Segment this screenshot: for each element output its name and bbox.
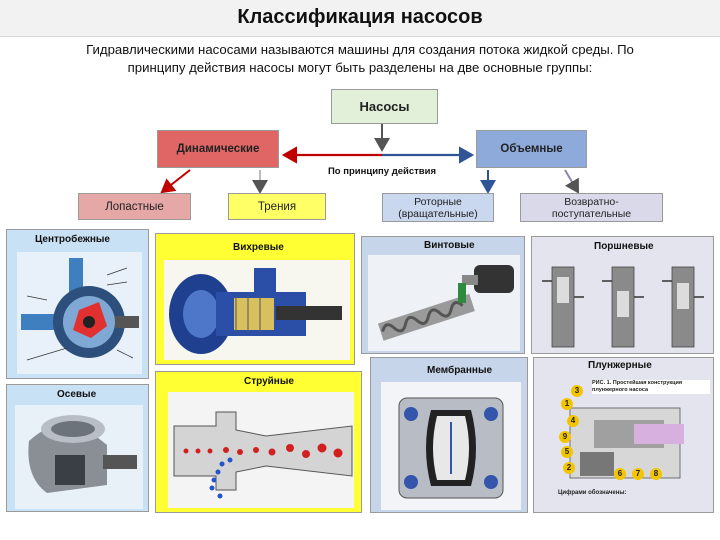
rotary-box: Роторные (вращательные) [382, 193, 494, 222]
intro-line-1: Гидравлическими насосами называются маши… [86, 42, 634, 57]
reciprocating-box: Возвратно- поступательные [520, 193, 663, 222]
plunger-marker: 7 [632, 468, 644, 480]
piston-panel: Поршневые [531, 236, 714, 354]
dynamic-box: Динамические [157, 130, 279, 168]
friction-box: Трения [228, 193, 326, 220]
plunger-marker: 3 [571, 385, 583, 397]
vortex-pump-illustration [164, 260, 350, 360]
intro-line-2: принципу действия насосы могут быть разд… [127, 60, 593, 75]
rotary-line-1: Роторные [414, 195, 462, 208]
vortex-caption: Вихревые [233, 242, 284, 253]
piston-caption: Поршневые [594, 241, 654, 252]
arrow-to-blade [160, 169, 191, 194]
page-title: Классификация насосов [237, 6, 483, 28]
plunger-marker: 6 [614, 468, 626, 480]
screw-panel: Винтовые [361, 236, 525, 354]
arrow-to-reciprocating [564, 169, 580, 194]
plunger-marker: 8 [650, 468, 662, 480]
plunger-figure-caption: РИС. 1. Простейшая конструкция плунжерно… [592, 380, 710, 394]
friction-label: Трения [257, 200, 297, 213]
screw-caption: Винтовые [424, 240, 475, 251]
axial-pump-illustration [15, 405, 143, 509]
piston-pump-illustration [542, 266, 704, 348]
plunger-marker: 1 [561, 398, 573, 410]
blade-label: Лопастные [105, 200, 164, 213]
reciprocating-line-2: поступательные [551, 207, 632, 220]
reciprocating-line-1: Возвратно- [564, 195, 619, 208]
plunger-marker: 2 [563, 462, 575, 474]
plunger-marker: 9 [559, 431, 571, 443]
plunger-pump-illustration [569, 407, 684, 479]
volumetric-label: Объемные [500, 143, 563, 155]
root-box: Насосы [331, 89, 438, 124]
axial-caption: Осевые [57, 389, 97, 400]
centrifugal-caption: Центробежные [35, 234, 110, 245]
intro-text: Гидравлическими насосами называются маши… [20, 41, 700, 77]
membrane-pump-illustration [381, 382, 521, 510]
jet-pump-illustration [168, 392, 354, 508]
plunger-marker: 4 [567, 415, 579, 427]
plunger-caption: Плунжерные [588, 360, 652, 371]
vortex-panel: Вихревые [155, 233, 355, 365]
centrifugal-pump-illustration [17, 252, 142, 374]
root-label: Насосы [359, 99, 410, 114]
centrifugal-panel: Центробежные [6, 229, 149, 379]
volumetric-box: Объемные [476, 130, 587, 168]
membrane-caption: Мембранные [427, 365, 493, 376]
plunger-panel: Плунжерные РИС. 1. Простейшая конструкци… [533, 357, 714, 513]
jet-caption: Струйные [244, 376, 294, 387]
rotary-line-2: (вращательные) [398, 207, 478, 220]
principle-label: По принципу действия [327, 166, 437, 177]
blade-box: Лопастные [78, 193, 191, 220]
jet-panel: Струйные [155, 371, 362, 513]
membrane-panel: Мембранные [370, 357, 528, 513]
title-band [0, 0, 720, 37]
axial-panel: Осевые [6, 384, 149, 512]
plunger-marker: 5 [561, 446, 573, 458]
dynamic-label: Динамические [176, 143, 260, 155]
screw-pump-illustration [368, 255, 520, 351]
plunger-legend-title: Цифрами обозначены: [558, 490, 627, 496]
plunger-markers: 3 1 4 9 5 2 6 7 8 [534, 358, 713, 512]
